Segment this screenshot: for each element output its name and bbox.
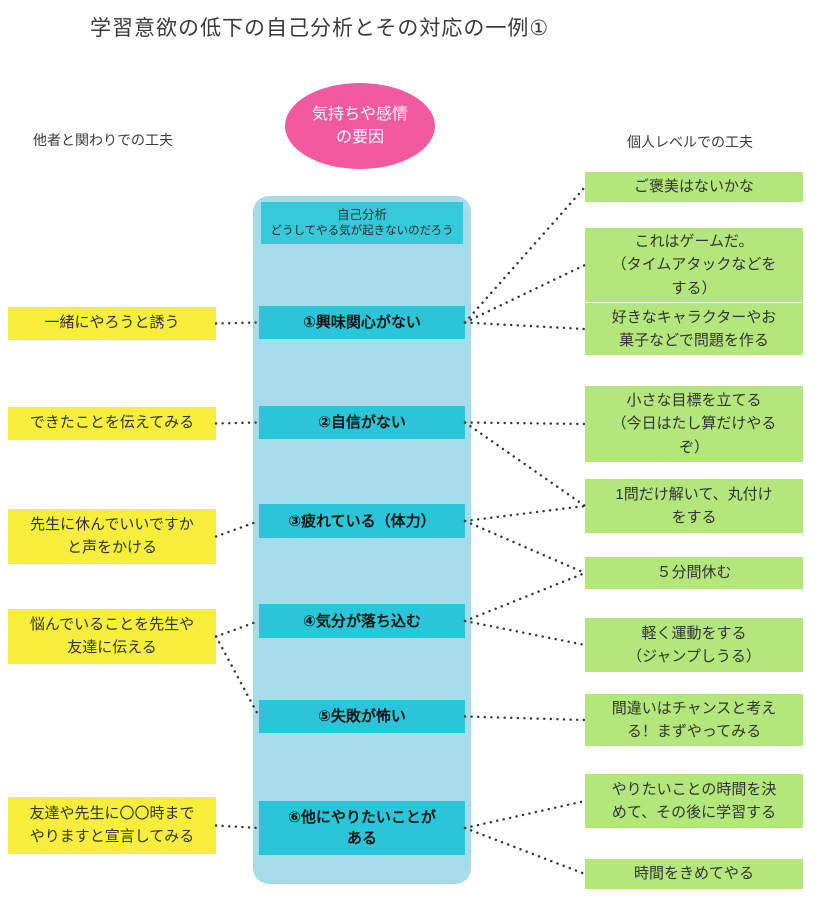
connector-line — [463, 421, 587, 508]
right-box-6: ５分間休む — [585, 557, 803, 589]
connector-line — [463, 504, 587, 523]
left-box-4: 悩んでいることを先生や 友達に伝える — [8, 609, 216, 664]
right-box-8: 間違いはチャンスと考え る！まずやってみる — [585, 694, 803, 746]
connector-line — [463, 185, 587, 324]
analysis-item-4: ④気分が落ち込む — [259, 604, 465, 638]
self-analysis-header-title: 自己分析 — [336, 208, 387, 223]
right-box-5: 1問だけ解いて、丸付け をする — [585, 479, 803, 533]
self-analysis-panel — [253, 196, 471, 884]
right-box-10: 時間をきめてやる — [585, 859, 803, 889]
connector-line — [463, 421, 587, 426]
connector-line — [463, 619, 587, 647]
connector-line — [463, 263, 587, 324]
emotion-factor-bubble: 気持ちや感情 の要因 — [285, 83, 435, 169]
right-box-3: 好きなキャラクターやお 菓子などで問題を作る — [585, 303, 803, 355]
analysis-item-6: ⑥他にやりたいことが ある — [259, 801, 465, 855]
right-box-9: やりたいことの時間を決 めて、その後に学習する — [585, 774, 803, 828]
analysis-item-5: ⑤失敗が怖い — [259, 700, 465, 733]
analysis-item-2: ②自信がない — [259, 406, 465, 439]
self-analysis-header: 自己分析 どうしてやる気が起きないのだろう — [261, 202, 463, 244]
right-box-1: ご褒美はないかな — [585, 172, 803, 202]
left-box-3: 先生に休んでいいですか と声をかける — [8, 509, 216, 564]
connector-line — [463, 321, 587, 331]
connector-line — [463, 715, 587, 722]
left-column-label: 他者と関わりでの工夫 — [33, 132, 173, 148]
analysis-item-1: ①興味関心がない — [259, 306, 465, 339]
left-box-2: できたことを伝えてみる — [8, 407, 216, 440]
left-box-1: 一緒にやろうと誘う — [8, 307, 216, 340]
self-analysis-header-subtitle: どうしてやる気が起きないのだろう — [270, 224, 454, 237]
left-box-5: 友達や先生に〇〇時まで やりますと宣言してみる — [8, 797, 216, 854]
right-column-label: 個人レベルでの工夫 — [627, 134, 753, 150]
connector-line — [463, 519, 587, 575]
analysis-item-3: ③疲れている（体力） — [259, 504, 465, 538]
connector-line — [463, 799, 587, 830]
connector-line — [463, 826, 587, 876]
right-box-7: 軽く運動をする （ジャンプしうる） — [585, 618, 803, 672]
page-title: 学習意欲の低下の自己分析とその対応の一例① — [90, 17, 550, 40]
connector-line — [463, 571, 587, 623]
right-box-4: 小さな目標を立てる （今日はたし算だけやる ぞ） — [585, 386, 803, 462]
right-box-2: これはゲームだ。 （タイムアタックなどを する） — [585, 228, 803, 302]
